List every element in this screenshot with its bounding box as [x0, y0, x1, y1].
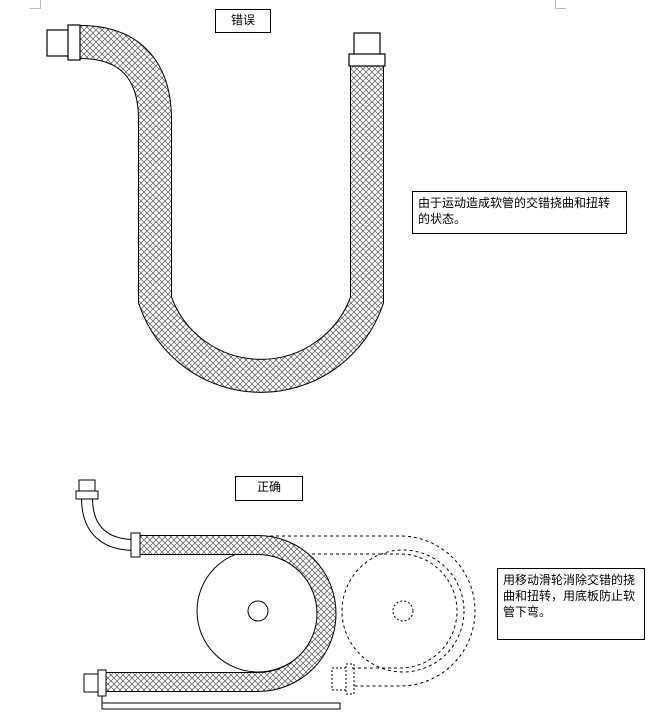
wrong-right-fitting-nut	[353, 32, 381, 56]
moved-hose-dashed-inner	[300, 553, 458, 669]
bottom-fitting-collar	[97, 669, 107, 697]
wrong-hose-assembly	[46, 24, 386, 393]
wrong-hose-outline	[79, 25, 384, 393]
top-fitting-nut	[78, 479, 96, 493]
pulley-hub	[247, 600, 269, 622]
wrong-title: 错误	[215, 9, 271, 33]
small-hose-body	[82, 497, 136, 550]
moved-fitting-collar-dashed	[345, 663, 355, 695]
correct-note: 用移动滑轮消除交错的挠曲和扭转，用底板防止软管下弯。	[497, 568, 645, 640]
correct-title: 正确	[235, 476, 303, 501]
main-hose-body	[105, 536, 336, 691]
moved-pulley-dashed	[341, 549, 465, 673]
wrong-left-fitting-nut	[46, 29, 70, 57]
middle-fitting	[130, 532, 141, 558]
wrong-right-fitting-collar	[348, 53, 386, 67]
page-corner-mark-left	[30, 0, 41, 9]
moved-hose-dashed-outline	[270, 535, 476, 687]
base-plate	[101, 702, 341, 710]
correct-hose-assembly	[75, 479, 476, 710]
wrong-note: 由于运动造成软管的交错挠曲和扭转的状态。	[412, 191, 627, 234]
top-fitting-collar	[75, 490, 99, 500]
bottom-fitting-nut	[83, 673, 99, 693]
moved-fitting-dashed	[331, 667, 347, 691]
wrong-hose-body	[79, 26, 383, 392]
wrong-left-fitting-collar	[67, 24, 81, 61]
page-corner-mark-right	[555, 0, 566, 9]
moved-pulley-hub-dashed	[392, 600, 414, 622]
